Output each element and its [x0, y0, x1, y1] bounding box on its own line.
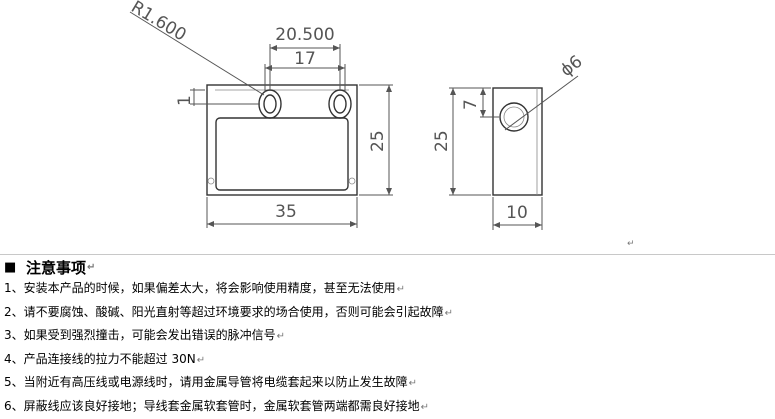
heading-bullet: ■	[4, 259, 17, 275]
notes-section: ■ 注意事项 ↵ 1、安装本产品的时候，如果偏差太大，将会影响使用精度，甚至无法…	[4, 257, 774, 418]
front-width-dimension: 35	[275, 202, 297, 222]
overall-width-dimension: 20.500	[275, 25, 334, 45]
technical-drawing: R1.600 20.500 17 1 25 35	[127, 0, 586, 230]
front-view: R1.600 20.500 17 1 25 35	[127, 0, 393, 228]
hole-offset-dimension: 1	[175, 95, 195, 106]
side-view-outline	[492, 87, 543, 196]
paragraph-mark: ↵	[627, 239, 635, 249]
side-view: 25 7 ϕ6 10	[432, 52, 586, 230]
front-height-dimension: 25	[368, 130, 388, 152]
notes-heading: ■ 注意事项 ↵	[4, 258, 96, 277]
mounting-hole-right	[328, 89, 352, 119]
note-item: 1、安装本产品的时候，如果偏差太大，将会影响使用精度，甚至无法使用↵	[4, 281, 406, 295]
note-item: 4、产品连接线的拉力不能超过 30N↵	[4, 351, 206, 366]
hole-diameter-dimension: ϕ6	[557, 52, 587, 81]
notes-title: 注意事项	[26, 258, 87, 277]
section-divider	[0, 254, 775, 255]
side-view-hole	[499, 102, 529, 132]
hole-spacing-dimension: 17	[294, 49, 316, 69]
note-item: 2、请不要腐蚀、酸碱、阳光直射等超过环境要求的场合使用，否则可能会引起故障↵	[4, 304, 454, 319]
front-view-outline	[206, 84, 358, 196]
hole-height-dimension: 7	[461, 99, 481, 110]
side-height-dimension: 25	[432, 130, 452, 152]
note-item: 5、当附近有高压线或电源线时，请用金属导管将电缆套起来以防止发生故障↵	[4, 375, 418, 389]
side-width-dimension: 10	[506, 203, 528, 223]
front-view-cavity	[215, 117, 349, 191]
note-item: 6、屏蔽线应该良好接地；导线套金属软套管时，金属软套管两端都需良好接地↵	[4, 398, 430, 413]
radius-dimension: R1.600	[127, 0, 189, 45]
note-item: 3、如果受到强烈撞击，可能会发出错误的脉冲信号↵	[4, 328, 286, 342]
